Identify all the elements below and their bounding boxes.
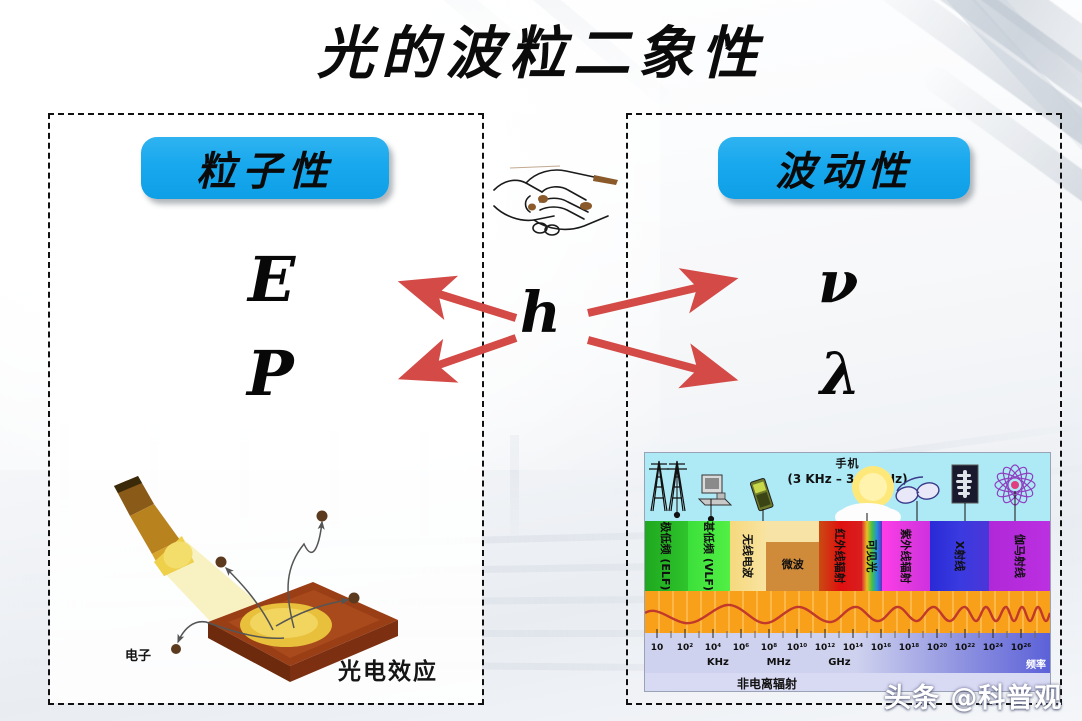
spectrum-tick: 10⁸ [760,643,778,653]
spectrum-footer-label: 非电离辐射 [737,677,798,691]
cloud-icon [835,503,901,523]
spectrum-tick: 10¹⁶ [870,643,892,653]
electron-label: 电子 [125,649,152,664]
frequency-symbol: ν [818,248,859,316]
photoelectric-effect-illustration [114,476,398,682]
spectrum-unit: KHz [706,657,729,668]
spectrum-band-label: 微波 [781,558,804,572]
wavelength-symbol: λ [820,340,861,408]
spectrum-tick: 10²⁰ [926,643,948,653]
spectrum-band: 红外线辐射 [819,521,862,591]
spectrum-unit: GHz [828,657,851,668]
wave-nature-heading-label: 波动性 [775,148,913,195]
spectrum-footer: 非电离辐射 [645,673,1050,691]
watermark: 头条 @科普观 [884,683,1063,714]
planck-constant-symbol: h [520,280,561,346]
spectrum-tick: 10⁴ [704,643,722,653]
energy-symbol: E [248,243,296,316]
computer-icon [697,474,733,506]
spectrum-axis-title: 频率 [1026,660,1046,671]
sunglasses-icon [895,476,940,504]
spectrum-band-label: 可见光 [864,539,878,573]
spectrum-tick: 10² [676,643,694,653]
spectrum-band: 甚低频 (VLF) [687,521,731,591]
spectrum-bands: 极低频 (ELF) 甚低频 (VLF) 无线电波微波 红外线辐射 可见光 紫外线辐射 X射线… [645,521,1050,591]
spectrum-band: 伽马射线 [989,521,1050,591]
spectrum-tick: 10²⁶ [1010,643,1032,653]
photoelectric-caption: 光电效应 [338,659,438,685]
spectrum-band-label: 紫外线辐射 [899,528,913,584]
spectrum-tick: 10¹² [814,643,836,653]
spectrum-band-label: 甚低频 (VLF) [701,521,715,591]
spectrum-tick: 10²² [954,643,976,653]
power-pylon-icon [649,460,687,512]
spectrum-waveform [645,591,1050,633]
spectrum-tick: 10¹⁰ [786,643,808,653]
particle-nature-heading-label: 粒子性 [196,148,334,195]
spectrum-tick: 10¹⁴ [842,643,864,653]
spectrum-band: 极低频 (ELF) [645,521,688,591]
xray-icon [951,464,979,504]
spectrum-unit: MHz [766,657,791,668]
spectrum-band-label: X射线 [952,540,966,572]
spectrum-source-icons [649,460,1036,523]
mobile-phone-icon [749,478,774,512]
spectrum-tick: 10¹⁸ [898,643,920,653]
particle-nature-heading: 粒子性 [141,137,389,199]
spectrum-tick: 10⁶ [732,643,750,653]
momentum-symbol: P [247,337,294,410]
spectrum-band-label: 红外线辐射 [833,528,847,584]
spectrum-band-label: 极低频 (ELF) [659,521,673,591]
sun-icon [852,466,894,508]
spectrum-band-label: 无线电波 [741,534,755,578]
spectrum-band-label: 伽马射线 [1012,534,1026,578]
spectrum-band: 可见光 [861,521,882,591]
spectrum-frequency-axis: 10 10² 10⁴ 10⁶ 10⁸ 10¹⁰ 10¹² 10¹⁴ 10¹⁶ 10¹⁸ 10²⁰ 10… [645,629,1050,673]
em-spectrum-figure: 手机 (3 KHz – 300 GHz) [644,452,1051,692]
page-title: 光的波粒二象性 [317,20,765,87]
spectrum-band: 紫外线辐射 [881,521,931,591]
spectrum-tick: 10²⁴ [982,643,1004,653]
mobile-phone-label: 手机 [835,457,860,470]
spectrum-band: 微波 [766,521,820,591]
handshake-illustration [493,165,618,236]
wave-nature-heading: 波动性 [718,137,970,199]
spectrum-band: 无线电波 [730,521,767,591]
spectrum-band: X射线 [930,521,990,591]
spectrum-tick: 10 [650,643,664,653]
